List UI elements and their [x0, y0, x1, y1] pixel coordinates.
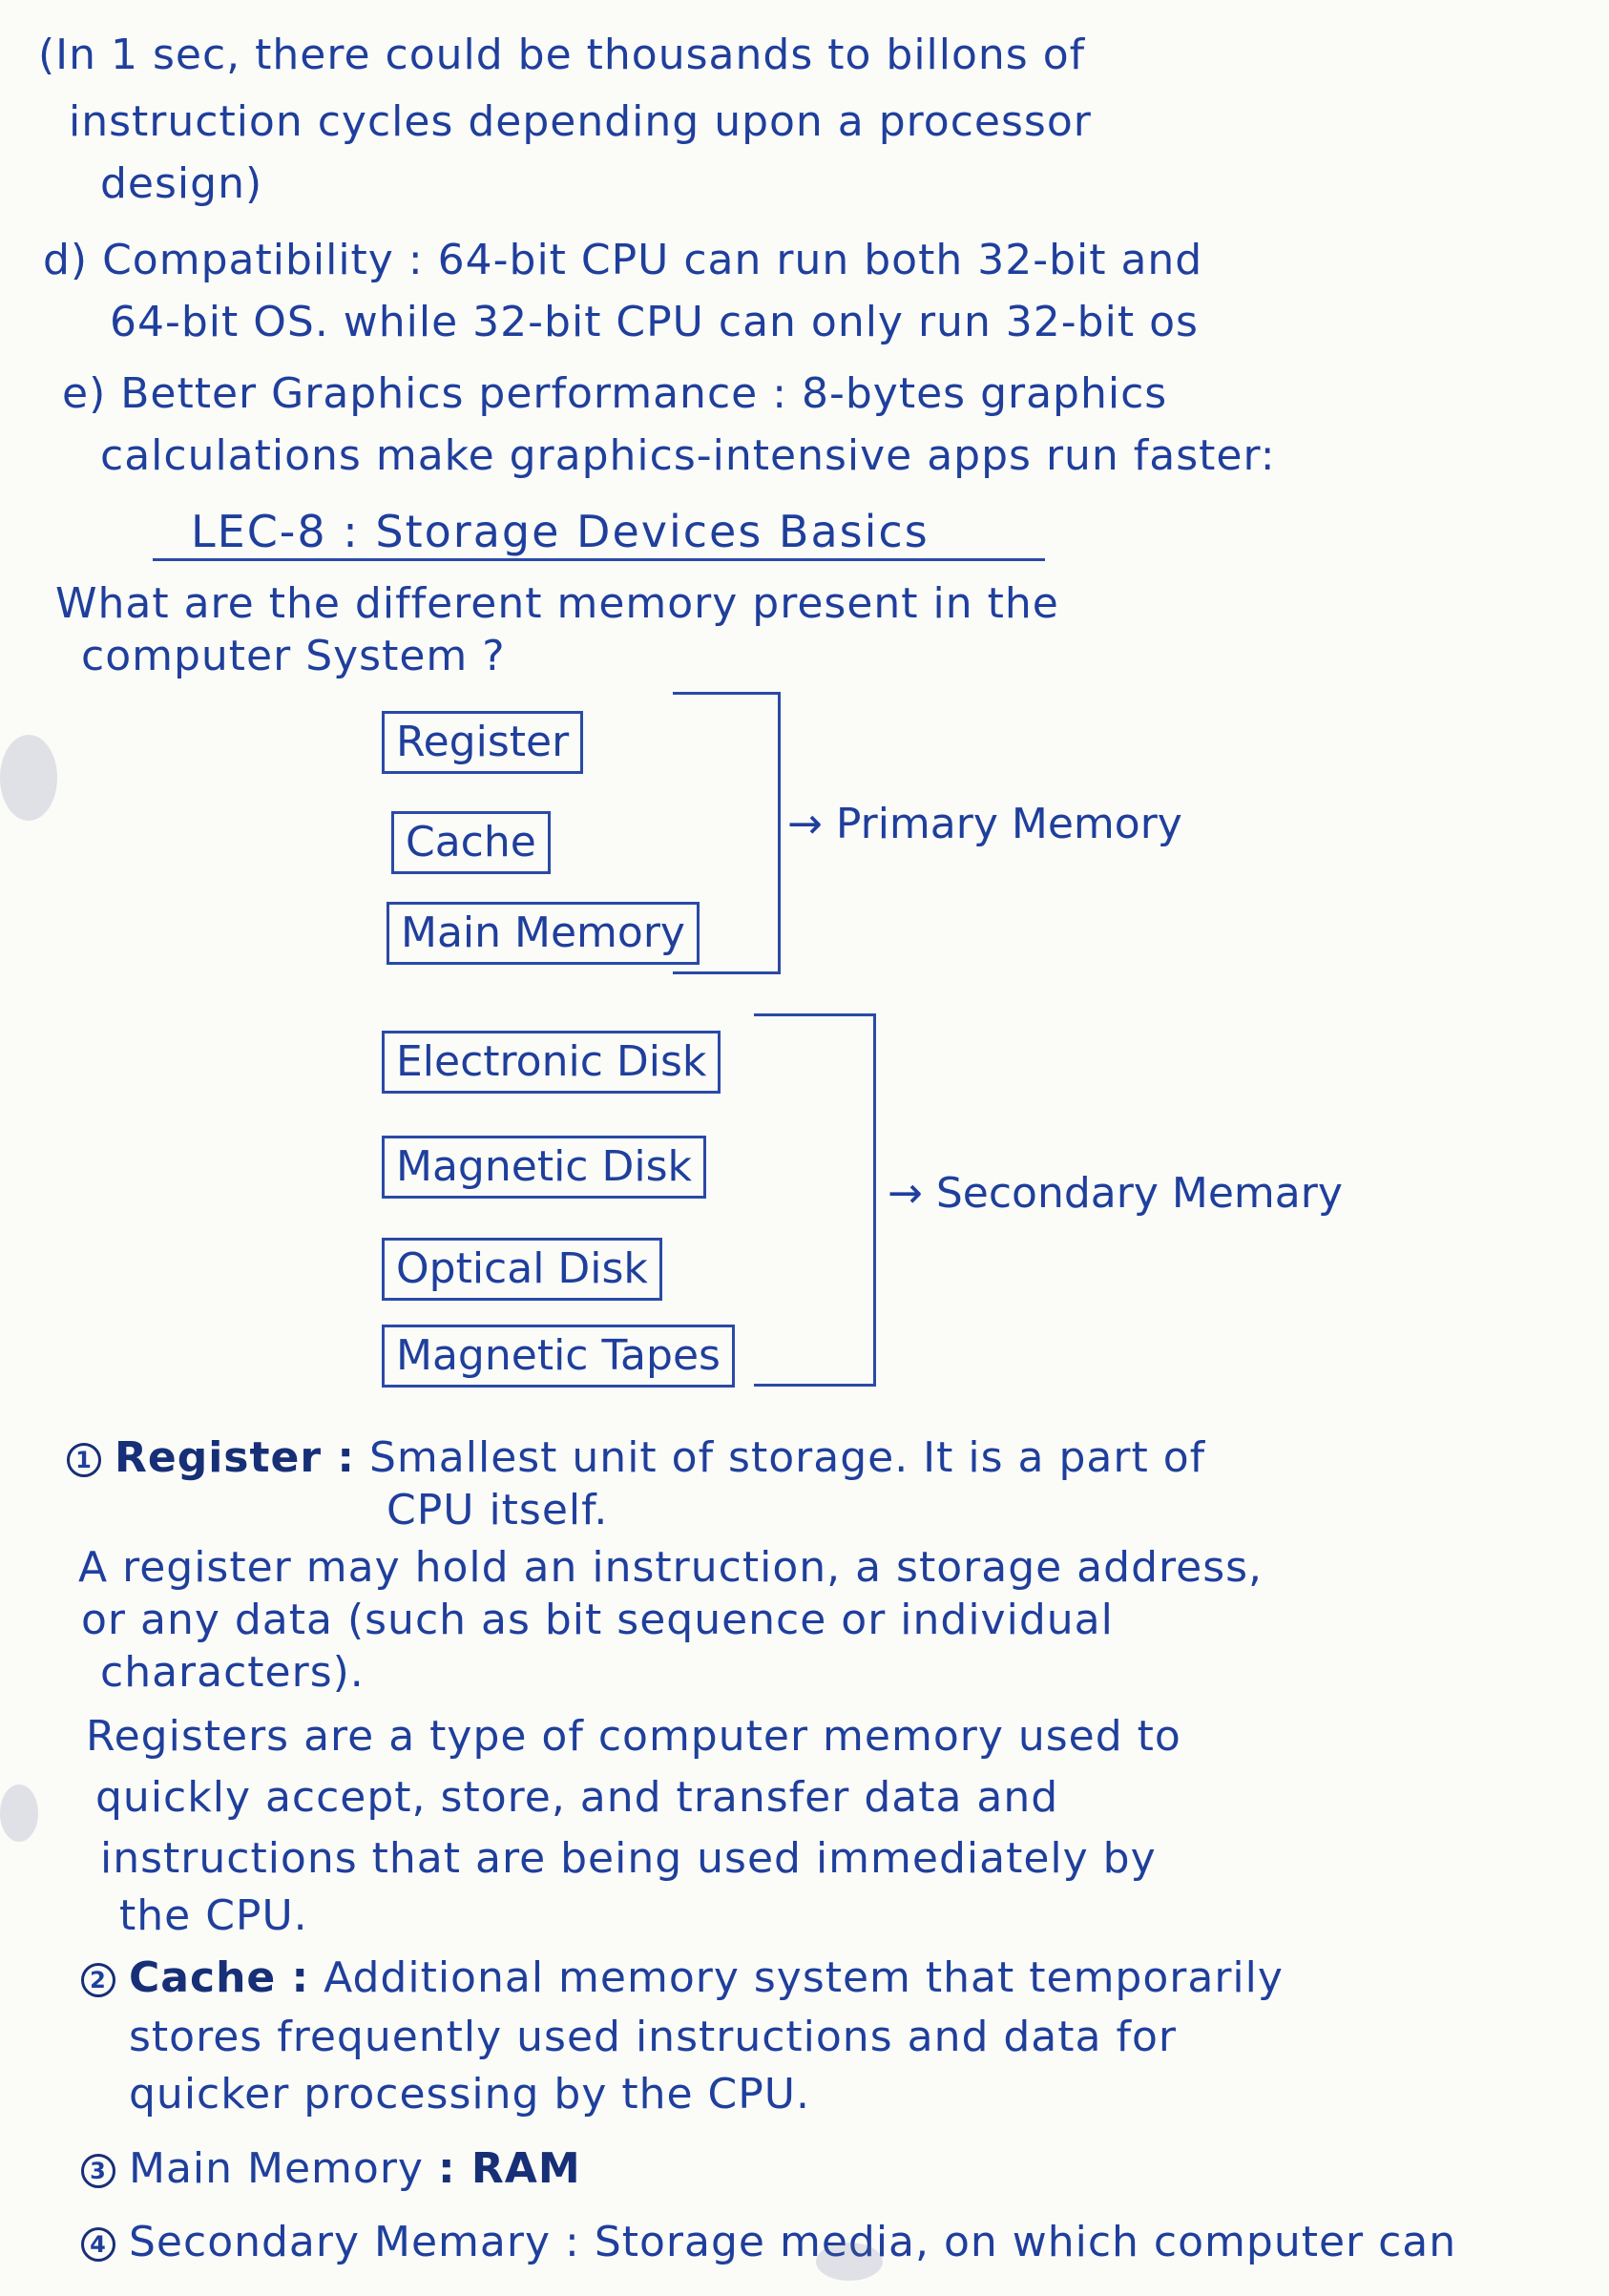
cache-line-2: stores frequently used instructions and … [129, 2013, 1177, 2061]
primary-memory-label-text: Primary Memory [835, 800, 1182, 848]
register-para2-line3: instructions that are being used immedia… [100, 1834, 1157, 1883]
register-para1-line3: characters). [100, 1648, 365, 1697]
compat-line-1: d) Compatibility : 64-bit CPU can run bo… [43, 236, 1203, 284]
register-para2-line2: quickly accept, store, and transfer data… [95, 1773, 1059, 1822]
register-para2-line4: the CPU. [119, 1891, 308, 1940]
register-definition-2: CPU itself. [387, 1486, 609, 1534]
register-box: Register [382, 711, 584, 774]
cache-line-1: Additional memory system that temporaril… [324, 1953, 1284, 2002]
secondary-term: Secondary Memary : [129, 2218, 580, 2266]
register-definition: Smallest unit of storage. It is a part o… [368, 1433, 1206, 1482]
secondary-line-1: Storage media, on which computer can [594, 2218, 1457, 2266]
intro-line-2: instruction cycles depending upon a proc… [69, 97, 1092, 146]
register-heading: 1 Register : Smallest unit of storage. It… [67, 1431, 1205, 1485]
cache-heading: 2 Cache : Additional memory system that t… [81, 1952, 1284, 2005]
main-memory-heading: 3 Main Memory : RAM [81, 2142, 581, 2196]
main-memory-number: 3 [81, 2154, 115, 2188]
cache-box: Cache [391, 811, 551, 874]
compat-line-2: 64-bit OS. while 32-bit CPU can only run… [110, 298, 1199, 346]
primary-memory-label: → Primary Memory [787, 800, 1182, 848]
secondary-memory-heading: 4 Secondary Memary : Storage media, on wh… [81, 2216, 1456, 2269]
question-line-2: computer System ? [81, 632, 506, 680]
intro-line-3: design) [100, 159, 263, 208]
register-term: Register : [115, 1433, 355, 1482]
paper-speck [816, 2243, 883, 2281]
optical-disk-box: Optical Disk [382, 1238, 662, 1301]
primary-bracket [673, 692, 781, 974]
graphics-line-1: e) Better Graphics performance : 8-bytes… [62, 369, 1168, 418]
register-para1-line1: A register may hold an instruction, a st… [78, 1543, 1264, 1592]
secondary-bracket [754, 1013, 876, 1387]
secondary-memory-label: → Secondary Memary [888, 1169, 1343, 1218]
register-number: 1 [67, 1443, 101, 1477]
lecture-title: LEC-8 : Storage Devices Basics [191, 506, 930, 557]
main-memory-value: : RAM [437, 2144, 581, 2193]
main-memory-term: Main Memory [129, 2144, 424, 2193]
secondary-memory-label-text: Secondary Memary [935, 1169, 1343, 1218]
intro-line-1: (In 1 sec, there could be thousands to b… [38, 31, 1086, 79]
question-line-1: What are the different memory present in… [55, 579, 1059, 628]
cache-number: 2 [81, 1963, 115, 1997]
secondary-number: 4 [81, 2227, 115, 2262]
magnetic-disk-box: Magnetic Disk [382, 1136, 706, 1199]
main-memory-box: Main Memory [387, 902, 700, 965]
cache-term: Cache : [129, 1953, 310, 2002]
magnetic-tapes-box: Magnetic Tapes [382, 1325, 735, 1388]
paper-speck [0, 735, 57, 821]
graphics-line-2: calculations make graphics-intensive app… [100, 431, 1276, 480]
paper-speck [0, 1785, 38, 1842]
cache-line-3: quicker processing by the CPU. [129, 2070, 810, 2119]
register-para2-line1: Registers are a type of computer memory … [86, 1712, 1181, 1761]
heading-underline [153, 558, 1045, 561]
electronic-disk-box: Electronic Disk [382, 1031, 721, 1094]
register-para1-line2: or any data (such as bit sequence or ind… [81, 1596, 1114, 1644]
